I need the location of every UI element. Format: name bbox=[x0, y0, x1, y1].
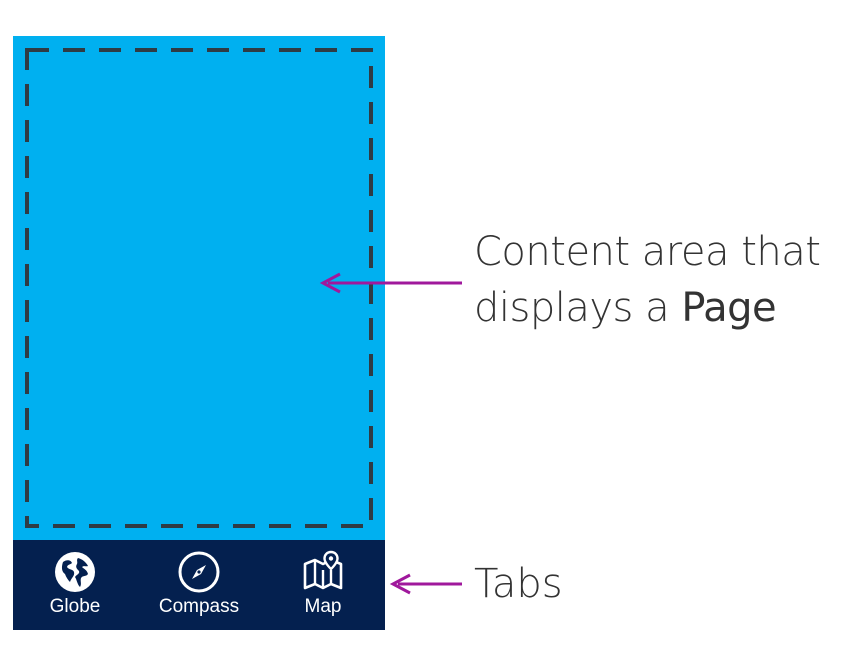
tab-map[interactable]: Map bbox=[268, 540, 378, 618]
map-icon bbox=[303, 550, 343, 590]
compass-icon bbox=[178, 551, 220, 593]
content-area-callout: Content area that displays a Page bbox=[474, 224, 844, 336]
tabs-arrow bbox=[389, 573, 462, 595]
tab-compass[interactable]: Compass bbox=[144, 540, 254, 618]
tab-label-globe: Globe bbox=[49, 596, 101, 617]
content-arrow bbox=[319, 272, 462, 294]
page-keyword: Page bbox=[681, 285, 777, 331]
callout-line-2-text: displays a bbox=[474, 285, 682, 331]
globe-icon bbox=[55, 552, 95, 592]
page-dashed-outline bbox=[25, 48, 373, 528]
tab-label-compass: Compass bbox=[158, 596, 240, 617]
tab-label-map: Map bbox=[304, 596, 342, 617]
tab-globe[interactable]: Globe bbox=[20, 540, 130, 618]
tabs-callout: Tabs bbox=[474, 561, 563, 607]
callout-line-2: displays a Page bbox=[474, 280, 844, 336]
callout-line-1: Content area that bbox=[474, 229, 821, 275]
phone-mockup: Globe Compass Map bbox=[13, 36, 385, 630]
tab-bar: Globe Compass Map bbox=[13, 540, 385, 630]
content-area bbox=[13, 36, 385, 540]
